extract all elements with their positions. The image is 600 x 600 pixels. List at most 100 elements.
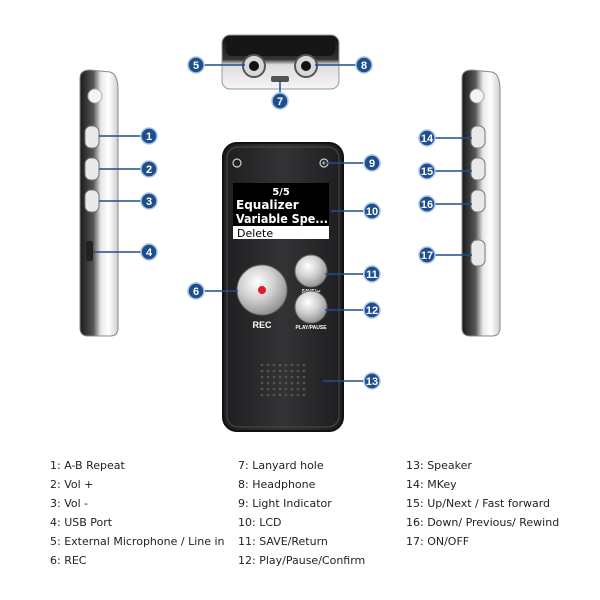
speaker-hole	[290, 369, 294, 373]
svg-text:5: 5	[193, 60, 199, 72]
speaker-hole	[272, 381, 276, 385]
ab-repeat-key[interactable]	[84, 125, 100, 149]
speaker-hole	[266, 369, 270, 373]
speaker-hole	[272, 387, 276, 391]
svg-text:2: 2	[146, 164, 152, 176]
lcd-line-2: Equalizer	[236, 198, 299, 212]
speaker-hole	[278, 363, 282, 367]
svg-text:15: 15	[421, 166, 433, 178]
speaker-hole	[272, 363, 276, 367]
speaker-hole	[278, 393, 282, 397]
speaker-hole	[278, 375, 282, 379]
speaker-hole	[290, 393, 294, 397]
speaker-hole	[284, 393, 288, 397]
callout-12: 12	[363, 301, 381, 319]
speaker-hole	[302, 387, 306, 391]
speaker-hole	[278, 381, 282, 385]
speaker-hole	[278, 369, 282, 373]
callout-badges: 5 8 7 1 2 3 4 9 10 6 11 12 13 14 15 16 1…	[140, 56, 436, 390]
speaker-hole	[296, 387, 300, 391]
legend-item: 11: SAVE/Return	[238, 535, 328, 548]
callout-8: 8	[355, 56, 373, 74]
speaker-hole	[260, 381, 264, 385]
callout-7: 7	[271, 92, 289, 110]
svg-text:8: 8	[361, 60, 367, 72]
up-next-key[interactable]	[470, 157, 486, 181]
callout-lines	[93, 64, 472, 382]
lcd-line-1: 5/5	[272, 187, 290, 198]
callout-9: 9	[363, 154, 381, 172]
callout-16: 16	[418, 195, 436, 213]
svg-text:1: 1	[146, 131, 152, 143]
speaker-hole	[266, 381, 270, 385]
svg-text:9: 9	[369, 158, 375, 170]
left-side-view	[79, 69, 119, 337]
speaker-hole	[284, 387, 288, 391]
play-pause-button[interactable]	[294, 290, 328, 324]
speaker-hole	[260, 369, 264, 373]
legend-item: 9: Light Indicator	[238, 497, 332, 510]
svg-text:7: 7	[277, 96, 283, 108]
speaker-hole	[266, 375, 270, 379]
speaker-hole	[260, 393, 264, 397]
legend-item: 14: MKey	[406, 478, 457, 491]
speaker-hole	[260, 363, 264, 367]
legend-item: 2: Vol +	[50, 478, 94, 491]
down-previous-key[interactable]	[470, 189, 486, 213]
right-side-view	[461, 69, 501, 337]
speaker-hole	[272, 369, 276, 373]
usb-port	[86, 241, 93, 261]
svg-text:6: 6	[193, 286, 199, 298]
vol-minus-key[interactable]	[84, 189, 100, 213]
speaker-hole	[296, 363, 300, 367]
save-return-button[interactable]	[294, 254, 328, 288]
speaker-hole	[290, 381, 294, 385]
svg-text:16: 16	[421, 199, 433, 211]
callout-15: 15	[418, 162, 436, 180]
rec-button[interactable]	[236, 264, 288, 316]
callout-5: 5	[187, 56, 205, 74]
legend-column-2: 7: Lanyard hole 8: Headphone 9: Light In…	[238, 456, 365, 570]
speaker-hole	[290, 375, 294, 379]
vol-plus-key[interactable]	[84, 157, 100, 181]
speaker-grille	[260, 363, 306, 397]
callout-17: 17	[418, 246, 436, 264]
speaker-hole	[302, 369, 306, 373]
callout-14: 14	[418, 129, 436, 147]
lcd-line-3: Variable Spe...	[236, 212, 328, 226]
legend-item: 12: Play/Pause/Confirm	[238, 554, 366, 567]
top-view	[221, 34, 340, 90]
speaker-hole	[302, 375, 306, 379]
speaker-hole	[260, 387, 264, 391]
speaker-grille-icon	[87, 88, 103, 104]
legend-item: 7: Lanyard hole	[238, 459, 324, 472]
svg-text:17: 17	[421, 250, 433, 262]
legend-column-3: 13: Speaker 14: MKey 15: Up/Next / Fast …	[406, 456, 559, 551]
legend-item: 17: ON/OFF	[406, 535, 470, 548]
speaker-hole	[266, 363, 270, 367]
speaker-hole	[266, 393, 270, 397]
svg-text:10: 10	[366, 206, 378, 218]
front-view: 5/5 Equalizer Variable Spe... Delete REC…	[222, 142, 344, 432]
callout-10: 10	[363, 202, 381, 220]
legend-item: 5: External Microphone / Line in	[50, 535, 225, 548]
rec-dot-icon	[258, 286, 266, 294]
svg-text:14: 14	[421, 133, 434, 145]
callout-1: 1	[140, 127, 158, 145]
speaker-hole	[284, 363, 288, 367]
speaker-hole	[302, 363, 306, 367]
callout-13: 13	[363, 372, 381, 390]
callout-3: 3	[140, 192, 158, 210]
legend-item: 8: Headphone	[238, 478, 316, 491]
speaker-hole	[302, 381, 306, 385]
on-off-switch[interactable]	[470, 239, 486, 267]
legend-item: 1: A-B Repeat	[50, 459, 125, 472]
speaker-hole	[266, 387, 270, 391]
m-key[interactable]	[470, 125, 486, 149]
speaker-hole	[296, 393, 300, 397]
speaker-grille-icon	[469, 88, 485, 104]
speaker-hole	[272, 393, 276, 397]
speaker-hole	[290, 387, 294, 391]
speaker-hole	[302, 393, 306, 397]
lcd-screen: 5/5 Equalizer Variable Spe... Delete	[233, 183, 329, 240]
